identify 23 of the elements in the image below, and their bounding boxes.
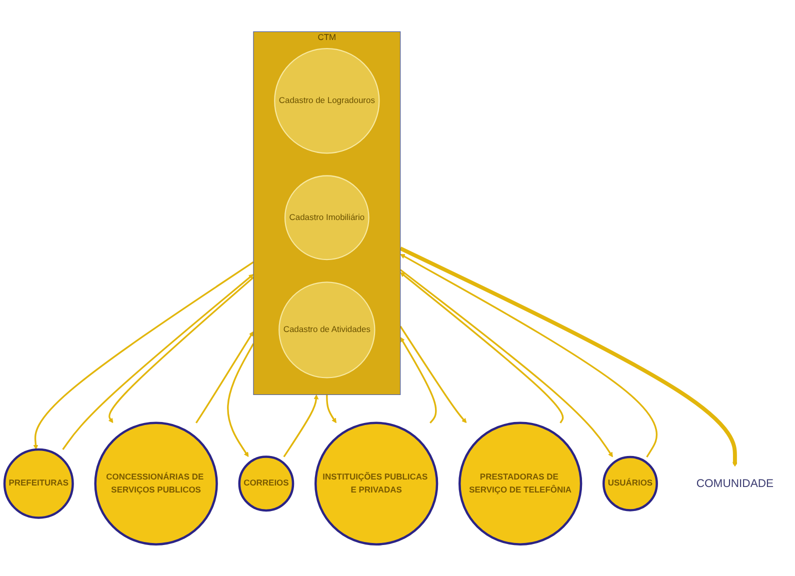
arrow bbox=[33, 261, 254, 450]
arrow bbox=[195, 331, 254, 424]
arrow bbox=[400, 246, 738, 467]
arrow bbox=[400, 337, 437, 424]
arrow bbox=[400, 272, 564, 424]
node-circle: Cadastro Imobiliário bbox=[284, 175, 370, 260]
node-circle: Cadastro de Logradouros bbox=[274, 48, 380, 154]
arrow bbox=[62, 274, 254, 450]
arrow bbox=[400, 254, 658, 458]
arrow bbox=[227, 343, 254, 458]
node-text: COMUNIDADE bbox=[696, 477, 774, 490]
arrow bbox=[400, 326, 467, 424]
arrow bbox=[108, 276, 254, 424]
arrow bbox=[400, 269, 613, 458]
node-circle: PREFEITURAS bbox=[3, 448, 74, 519]
arrow bbox=[283, 394, 319, 458]
arrow bbox=[326, 394, 336, 424]
node-circle: Cadastro de Atividades bbox=[278, 282, 376, 378]
node-circle: INSTITUIÇÕES PUBLICAS E PRIVADAS bbox=[314, 422, 438, 546]
node-circle: PRESTADORAS DE SERVIÇO DE TELEFÔNIA bbox=[458, 422, 582, 546]
node-circle: USUÁRIOS bbox=[602, 456, 658, 512]
node-circle: CORREIOS bbox=[238, 456, 294, 512]
node-circle: CONCESSIONÁRIAS DE SERVIÇOS PUBLICOS bbox=[94, 422, 218, 546]
